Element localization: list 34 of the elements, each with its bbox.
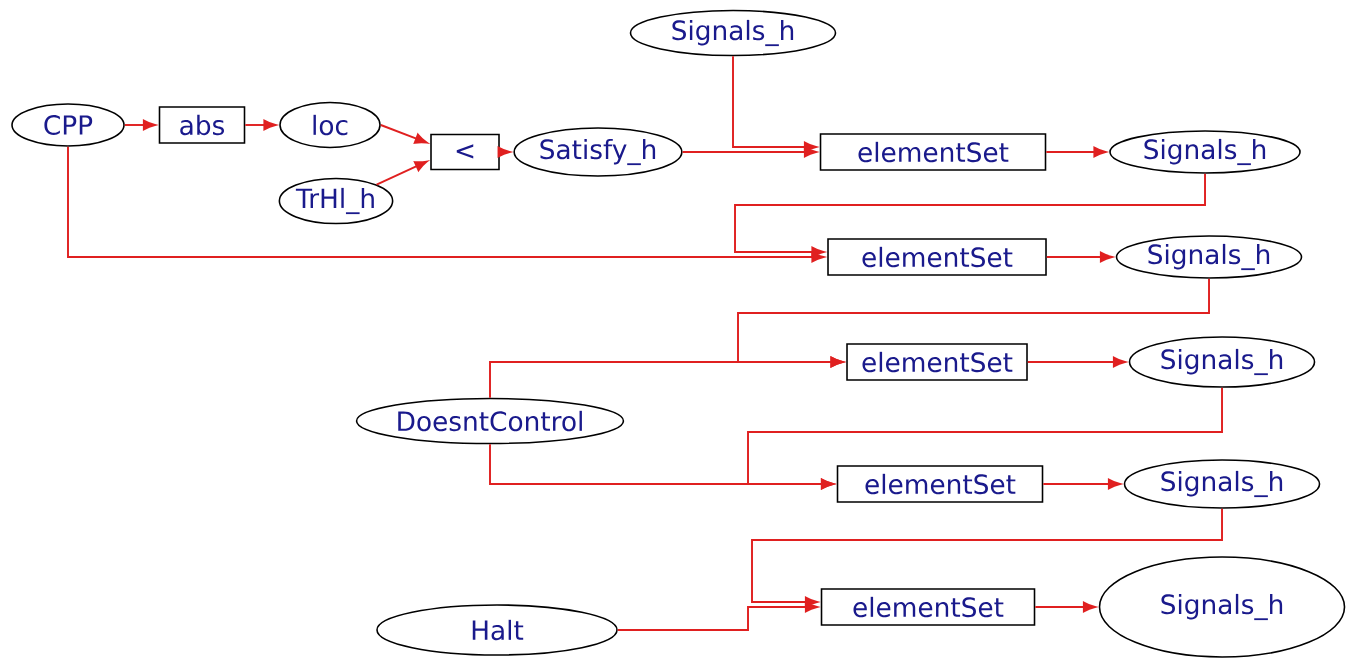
arrow xyxy=(732,55,817,153)
ellipse-node: Signals_h xyxy=(629,9,837,57)
arrow xyxy=(375,160,428,186)
arrow xyxy=(489,356,844,399)
arrow xyxy=(616,601,818,631)
ellipse-node: TrHl_h xyxy=(278,177,394,225)
arrow xyxy=(497,146,511,158)
arrow xyxy=(67,145,825,263)
arrow xyxy=(489,443,834,490)
ellipse-node: CPP xyxy=(11,103,125,147)
arrow xyxy=(1042,478,1121,490)
ellipse-node: Signals_h xyxy=(1109,130,1301,174)
arrow xyxy=(1045,146,1107,158)
arrow xyxy=(379,124,428,144)
function-box: abs xyxy=(158,106,246,144)
ellipse-node: Signals_h xyxy=(1123,459,1321,509)
ellipse-node: loc xyxy=(279,101,381,149)
function-box: elementSet xyxy=(846,343,1028,381)
function-box: elementSet xyxy=(836,465,1044,503)
function-box: < xyxy=(430,133,500,171)
function-box: elementSet xyxy=(820,588,1036,626)
arrow xyxy=(1026,356,1126,368)
ellipse-node: Signals_h xyxy=(1115,235,1303,279)
ellipse-node: Halt xyxy=(376,604,618,656)
function-box: elementSet xyxy=(819,133,1047,171)
ellipse-node: Signals_h xyxy=(1128,336,1316,388)
arrow xyxy=(1045,251,1113,263)
ellipse-node: Signals_h xyxy=(1098,556,1346,658)
function-box: elementSet xyxy=(827,238,1047,276)
arrow xyxy=(244,119,277,131)
ellipse-node: Satisfy_h xyxy=(513,127,683,177)
ellipse-node: DoesntControl xyxy=(355,397,625,445)
arrow xyxy=(123,119,156,131)
arrow xyxy=(1034,601,1096,613)
